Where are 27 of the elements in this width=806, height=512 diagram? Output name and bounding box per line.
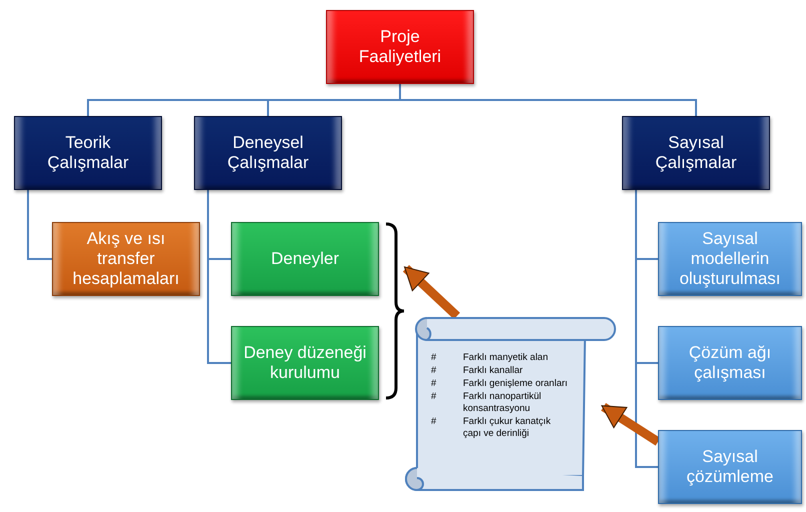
connector-line [27,190,52,260]
task-box: Deneyler [231,222,379,296]
list-item: Farklı nanopartikül konsantrasyonu [463,391,542,415]
task-box: Çözüm ağı çalışması [658,326,802,400]
connector-line [399,84,697,116]
category-box: Sayısal Çalışmalar [622,116,770,190]
task-box: Deney düzeneği kurulumu [231,326,379,400]
list-item: Farklı manyetik alan [463,352,550,364]
bullet-marker: # [431,352,438,364]
list-item: Farklı kanallar [463,365,524,377]
task-box: Sayısal çözümleme [658,430,802,504]
curly-bracket [384,222,406,400]
bullet-marker: # [431,378,438,390]
task-box: Akış ve ısı transfer hesaplamaları [52,222,200,296]
bullet-marker: # [431,391,438,404]
bullet-marker: # [431,365,438,377]
list-item: Farklı çukur kanatçık çapı ve derinliği [463,416,552,440]
connector-line [207,190,231,364]
task-box: Sayısal modellerin oluşturulması [658,222,802,296]
list-item: Farklı genişleme oranları [463,378,569,390]
arrow [402,265,460,320]
bullet-marker: # [431,416,438,429]
category-box: Deneysel Çalışmalar [194,116,342,190]
root-box: Proje Faaliyetleri [326,10,474,84]
arrow [601,403,660,446]
connector-line [635,190,658,468]
category-box: Teorik Çalışmalar [14,116,162,190]
